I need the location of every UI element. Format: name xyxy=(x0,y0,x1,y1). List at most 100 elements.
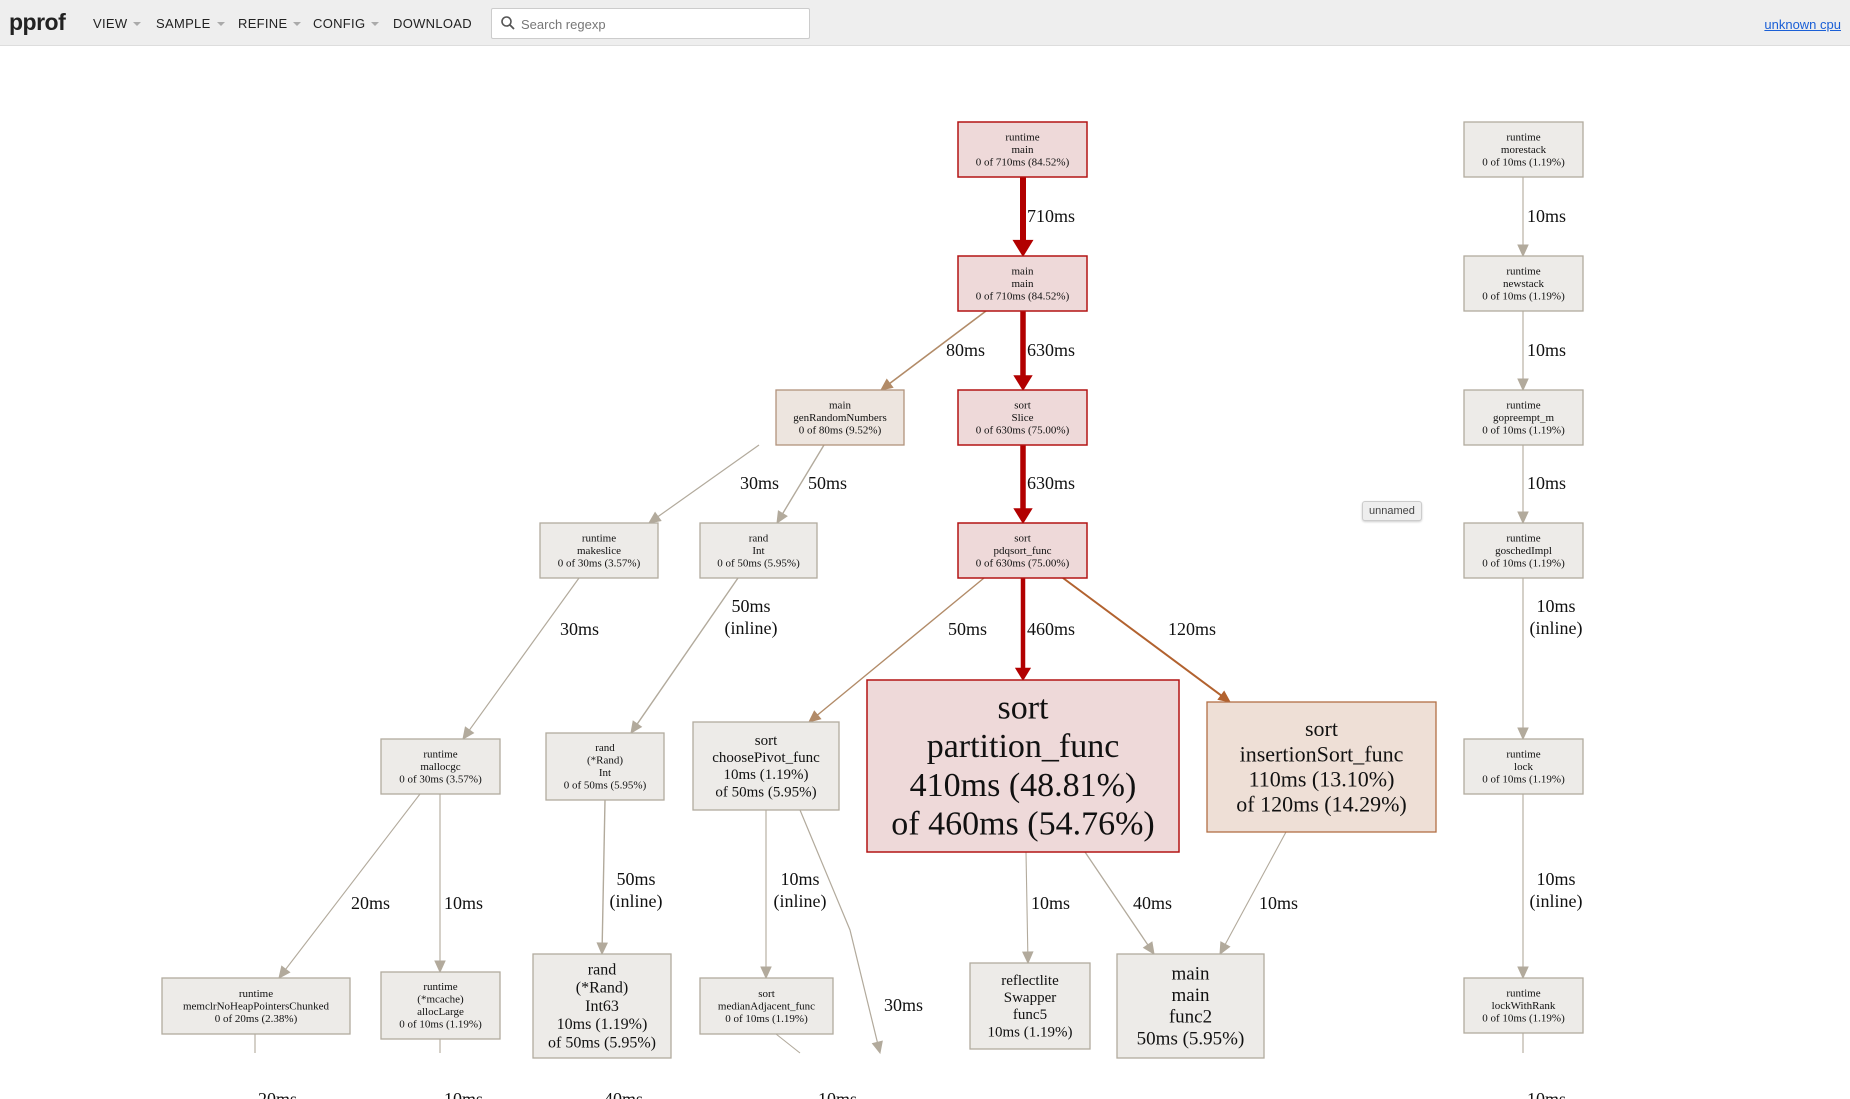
node-label: of 50ms (5.95%) xyxy=(715,784,816,800)
edge-e14[interactable] xyxy=(601,799,606,944)
node-label: 0 of 10ms (1.19%) xyxy=(399,1019,482,1031)
edge-arrowhead xyxy=(630,720,643,734)
node-box xyxy=(1463,977,1584,1034)
node-label: main xyxy=(829,399,851,411)
node-box xyxy=(866,679,1180,853)
edge-e6[interactable] xyxy=(782,444,825,514)
node-label: main xyxy=(1172,985,1210,1006)
node-box xyxy=(969,962,1091,1050)
menu-config[interactable]: CONFIG xyxy=(313,16,380,31)
node-label: sort xyxy=(1305,716,1338,741)
node-label: main xyxy=(1012,278,1034,290)
node-label: main xyxy=(1172,963,1210,984)
edge-e19[interactable] xyxy=(1224,831,1287,945)
node-box xyxy=(1116,953,1265,1059)
node-box xyxy=(545,732,665,801)
edge-arrowhead xyxy=(596,942,608,956)
edge-label: 10ms xyxy=(1527,1089,1566,1099)
edge-label: 10ms xyxy=(1031,893,1070,913)
node-label: Swapper xyxy=(1004,990,1057,1006)
edge-label: 50ms xyxy=(616,869,655,889)
node-box xyxy=(957,255,1088,312)
edge-e2[interactable] xyxy=(889,310,987,385)
node-box xyxy=(699,977,834,1035)
edge-e11[interactable] xyxy=(636,577,739,725)
edge-label: (inline) xyxy=(774,891,827,912)
node-label: 0 of 10ms (1.19%) xyxy=(725,1013,808,1025)
pprof-logo[interactable]: pprof xyxy=(9,9,66,35)
edge-e10[interactable] xyxy=(468,577,580,731)
edge-e28[interactable] xyxy=(775,1033,801,1054)
node-label: of 50ms (5.95%) xyxy=(548,1034,656,1051)
edge-label: 460ms xyxy=(1027,619,1075,639)
edge-label: 10ms xyxy=(1536,596,1575,616)
node-label: gopreempt_m xyxy=(1493,412,1555,424)
node-box xyxy=(161,977,351,1035)
edge-arrowhead xyxy=(880,378,894,391)
menu-sample-label: SAMPLE xyxy=(156,16,211,31)
node-box xyxy=(1463,389,1584,446)
edge-e5[interactable] xyxy=(657,444,760,518)
node-label: 0 of 10ms (1.19%) xyxy=(1482,1012,1565,1024)
node-box xyxy=(1463,255,1584,312)
menu-download[interactable]: DOWNLOAD xyxy=(393,16,472,31)
edge-e9[interactable] xyxy=(1062,577,1222,697)
search-icon xyxy=(501,16,515,30)
node-label: 0 of 50ms (5.95%) xyxy=(564,780,647,792)
node-box xyxy=(957,522,1088,579)
node-label: Slice xyxy=(1012,412,1034,424)
node-label: runtime xyxy=(1506,399,1540,411)
edge-arrowhead xyxy=(1517,966,1529,980)
node-label: runtime xyxy=(1506,987,1540,999)
edge-label: 20ms xyxy=(351,893,390,913)
edge-e17[interactable] xyxy=(1025,851,1029,953)
edge-e18[interactable] xyxy=(1084,851,1149,946)
search-input[interactable] xyxy=(519,12,808,37)
edge-arrowhead xyxy=(1022,951,1034,965)
node-label: Int63 xyxy=(585,998,619,1015)
node-label: 10ms (1.19%) xyxy=(557,1016,648,1033)
node-label: runtime xyxy=(582,532,616,544)
edge-e12[interactable] xyxy=(285,793,421,970)
edge-e16[interactable] xyxy=(799,809,878,1043)
menu-refine[interactable]: REFINE xyxy=(238,16,302,31)
edge-label: 40ms xyxy=(604,1089,643,1099)
node-label: func2 xyxy=(1169,1007,1212,1028)
node-label: Int xyxy=(599,767,611,779)
edge-e7[interactable] xyxy=(817,577,985,716)
node-label: sort xyxy=(998,689,1050,726)
node-label: 0 of 630ms (75.00%) xyxy=(976,557,1070,569)
menu-view[interactable]: VIEW xyxy=(93,16,142,31)
profile-link[interactable]: unknown cpu xyxy=(1764,17,1841,32)
search-box[interactable] xyxy=(491,8,810,39)
menu-sample[interactable]: SAMPLE xyxy=(156,16,225,31)
node-label: 0 of 630ms (75.00%) xyxy=(976,424,1070,436)
edge-arrowhead xyxy=(760,966,772,980)
node-label: pdqsort_func xyxy=(993,545,1051,557)
